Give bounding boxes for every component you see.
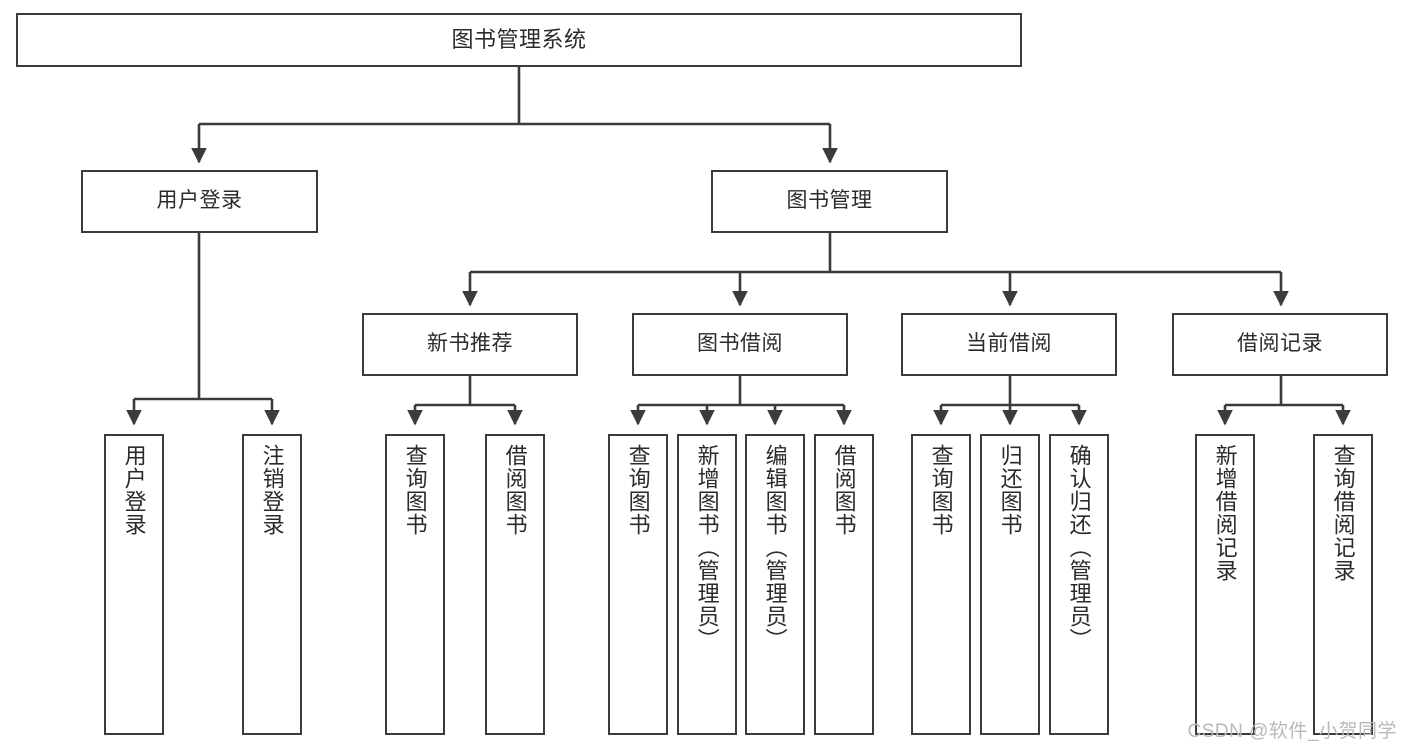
node-label: 借阅记录 [1237,332,1323,356]
node-label: 确认归还（管理员） [1066,444,1092,651]
node-user-login[interactable]: 用户登录 [81,170,318,233]
node-book-borrow[interactable]: 图书借阅 [632,313,848,376]
csdn-watermark: CSDN @软件_小贺同学 [1187,721,1397,742]
leaf-user-login-signin[interactable]: 用户登录 [104,434,164,735]
node-book-management[interactable]: 图书管理 [711,170,948,233]
node-label: 查询图书 [402,444,428,536]
node-borrow-record[interactable]: 借阅记录 [1172,313,1388,376]
node-label: 图书管理 [786,189,873,213]
leaf-user-login-signout[interactable]: 注销登录 [242,434,302,735]
node-new-book-recommend[interactable]: 新书推荐 [362,313,578,376]
node-label: 归还图书 [997,444,1023,536]
node-label: 查询图书 [928,444,954,536]
leaf-current-borrow-query[interactable]: 查询图书 [911,434,971,735]
leaf-new-book-query[interactable]: 查询图书 [385,434,445,735]
leaf-book-borrow-add[interactable]: 新增图书（管理员） [677,434,737,735]
node-current-borrow[interactable]: 当前借阅 [901,313,1117,376]
node-label: 查询借阅记录 [1330,444,1356,582]
node-label: 新书推荐 [427,332,513,356]
node-label: 注销登录 [259,444,285,536]
node-label: 用户登录 [156,189,243,213]
leaf-book-borrow-edit[interactable]: 编辑图书（管理员） [745,434,805,735]
node-root-system[interactable]: 图书管理系统 [16,13,1022,67]
node-label: 编辑图书（管理员） [762,444,788,651]
leaf-current-borrow-return[interactable]: 归还图书 [980,434,1040,735]
node-label: 用户登录 [121,444,147,536]
leaf-borrow-record-add[interactable]: 新增借阅记录 [1195,434,1255,735]
node-label: 新增图书（管理员） [694,444,720,651]
leaf-book-borrow-lend[interactable]: 借阅图书 [814,434,874,735]
node-label: 当前借阅 [966,332,1052,356]
node-label: 借阅图书 [831,444,857,536]
leaf-new-book-borrow[interactable]: 借阅图书 [485,434,545,735]
node-label: 图书借阅 [697,332,783,356]
node-label: 新增借阅记录 [1212,444,1238,582]
node-label: 图书管理系统 [451,27,587,53]
leaf-book-borrow-query[interactable]: 查询图书 [608,434,668,735]
leaf-current-borrow-confirm[interactable]: 确认归还（管理员） [1049,434,1109,735]
node-label: 借阅图书 [502,444,528,536]
node-label: 查询图书 [625,444,651,536]
leaf-borrow-record-query[interactable]: 查询借阅记录 [1313,434,1373,735]
